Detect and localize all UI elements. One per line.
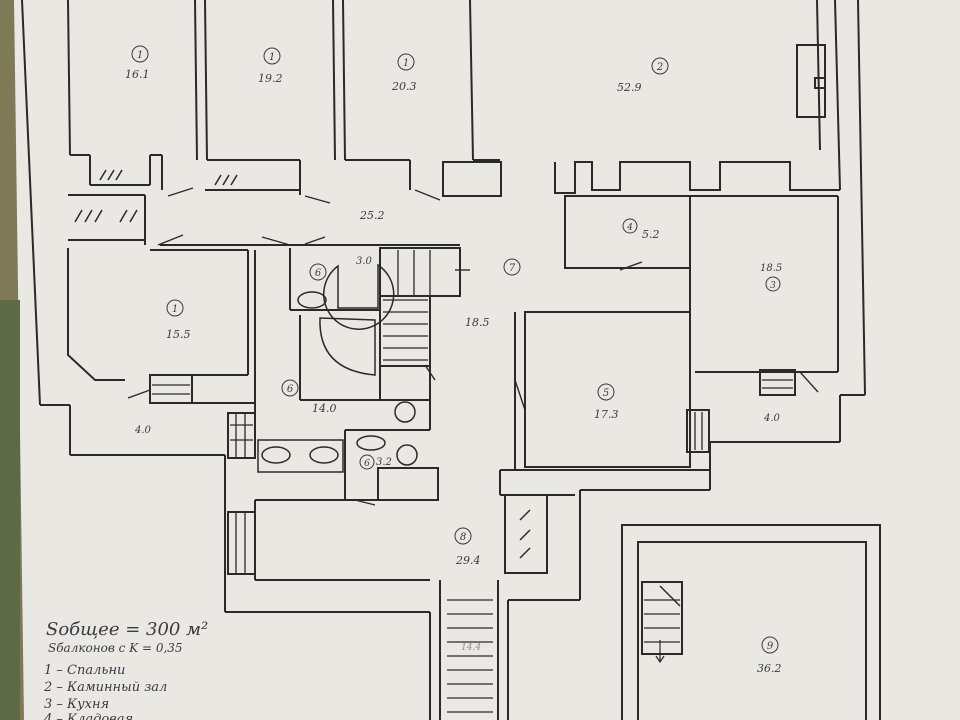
room-number-circle	[309, 263, 327, 281]
room-fireplace-hall: 2 52.9	[617, 57, 669, 94]
room-area: 5.2	[642, 228, 660, 241]
stair-arrow-icon	[655, 640, 665, 664]
floral-cloth	[0, 300, 20, 720]
corner-bath-icon	[319, 317, 376, 376]
doors	[127, 187, 819, 506]
room-number-circle	[454, 527, 472, 545]
room-bedroom-3: 1 20.3	[391, 53, 417, 93]
hall-area: 18.5	[465, 316, 490, 329]
legend-item: 1 – Спальни	[44, 663, 125, 678]
sink-icon	[309, 446, 339, 464]
room-number: 1	[269, 52, 275, 63]
legend-total-area: Sобщее = 300 м²	[46, 619, 208, 640]
room-number: 2	[656, 62, 663, 73]
room-number-circle	[503, 258, 521, 276]
room-number-circle	[651, 57, 669, 75]
room-area: 19.2	[258, 72, 283, 85]
room-labels: 1 16.1 1 19.2 1 20.3 2 52.9 25.2 4 5.2 7	[125, 45, 782, 675]
room-number: 3	[770, 281, 776, 291]
sink-icon	[261, 446, 291, 464]
room-bath-large: 6 14.0	[281, 379, 337, 415]
corridor-area: 25.2	[359, 209, 385, 222]
balcony-right-area: 4.0	[763, 413, 781, 424]
room-area: 16.1	[125, 68, 150, 81]
room-area: 14.0	[312, 402, 337, 415]
sink-icon	[297, 291, 327, 309]
room-storage: 4 5.2	[622, 218, 660, 241]
room-number-circle	[622, 218, 638, 234]
room-number-circle	[131, 45, 149, 63]
room-bedroom-1: 1 16.1	[125, 45, 150, 81]
room-5: 5 17.3	[594, 383, 619, 421]
balcony-left-area: 4.0	[134, 425, 152, 436]
room-number: 7	[509, 263, 516, 274]
legend-item: 4 – Кладовая	[43, 712, 133, 720]
room-kitchen: 3 18.5	[760, 263, 782, 292]
legend: Sобщее = 300 м² Sбалконов с K = 0,35 1 –…	[43, 619, 208, 720]
sink-icon	[356, 435, 386, 451]
room-number: 4	[626, 223, 633, 233]
room-area: 36.2	[757, 662, 782, 675]
room-bedroom-2: 1 19.2	[258, 47, 283, 85]
legend-item: 2 – Каминный зал	[43, 680, 167, 695]
balcony-hatching	[74, 169, 681, 607]
room-number: 6	[364, 459, 370, 469]
room-area: 3.0	[356, 256, 373, 267]
double-sink-counter	[257, 439, 344, 473]
room-9: 9 36.2	[757, 636, 782, 675]
room-hall-7: 7	[503, 258, 521, 276]
room-8: 8 29.4	[454, 527, 481, 567]
room-number-circle	[761, 636, 779, 654]
room-area: 29.4	[455, 554, 481, 567]
legend-balcony-coefficient: Sбалконов с K = 0,35	[48, 641, 183, 655]
room-wc: 6 3.2	[359, 454, 392, 470]
room-area: 18.5	[760, 263, 782, 274]
room-number: 6	[315, 268, 322, 279]
room-number-circle	[397, 53, 415, 71]
room-area: 3.2	[376, 457, 392, 468]
room-number-circle	[281, 379, 299, 397]
room-number-circle	[359, 454, 375, 470]
bathroom-fixtures	[257, 263, 418, 473]
toilet-icon	[396, 444, 418, 466]
room-number: 9	[767, 641, 774, 652]
stair-area: 14.4	[461, 643, 481, 653]
room-area: 52.9	[617, 81, 642, 94]
room-number-circle	[597, 383, 615, 401]
room-number-circle	[166, 299, 184, 317]
bathtub-icon	[323, 263, 395, 330]
room-number: 6	[287, 384, 294, 395]
room-bath-small: 6 3.0	[309, 256, 373, 281]
room-number: 8	[460, 532, 466, 543]
stair-treads	[152, 250, 793, 713]
room-area: 20.3	[391, 80, 417, 93]
paper-sheet	[14, 0, 960, 720]
room-area: 15.5	[166, 328, 191, 341]
room-number-circle	[765, 276, 781, 292]
legend-item: 3 – Кухня	[44, 697, 109, 712]
walls	[21, 0, 881, 720]
room-number: 1	[403, 58, 409, 69]
room-bedroom-4: 1 15.5	[166, 299, 191, 341]
room-number: 1	[172, 304, 178, 315]
room-number-circle	[263, 47, 281, 65]
room-number: 5	[603, 388, 609, 399]
room-area: 17.3	[594, 408, 619, 421]
room-number: 1	[137, 50, 143, 61]
toilet-icon	[394, 401, 416, 423]
